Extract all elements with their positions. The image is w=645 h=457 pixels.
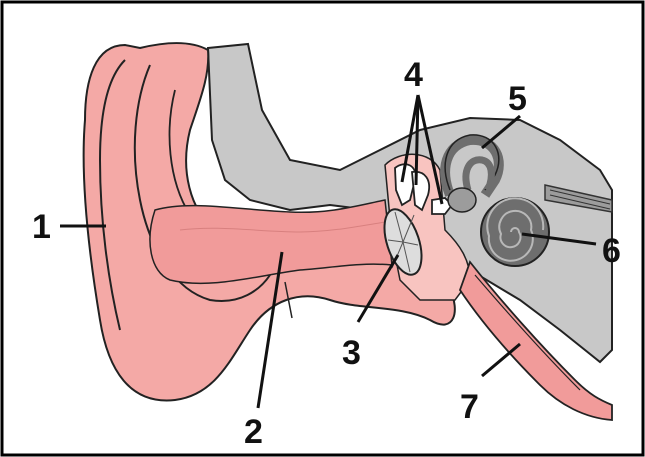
label-3: 3 — [342, 334, 361, 372]
label-2: 2 — [244, 413, 263, 451]
cochlea — [481, 198, 549, 266]
leader-line-4b — [416, 95, 418, 185]
label-4: 4 — [404, 56, 423, 94]
label-5: 5 — [508, 80, 527, 118]
label-6: 6 — [602, 232, 621, 270]
label-1: 1 — [32, 208, 51, 246]
label-7: 7 — [460, 388, 479, 426]
